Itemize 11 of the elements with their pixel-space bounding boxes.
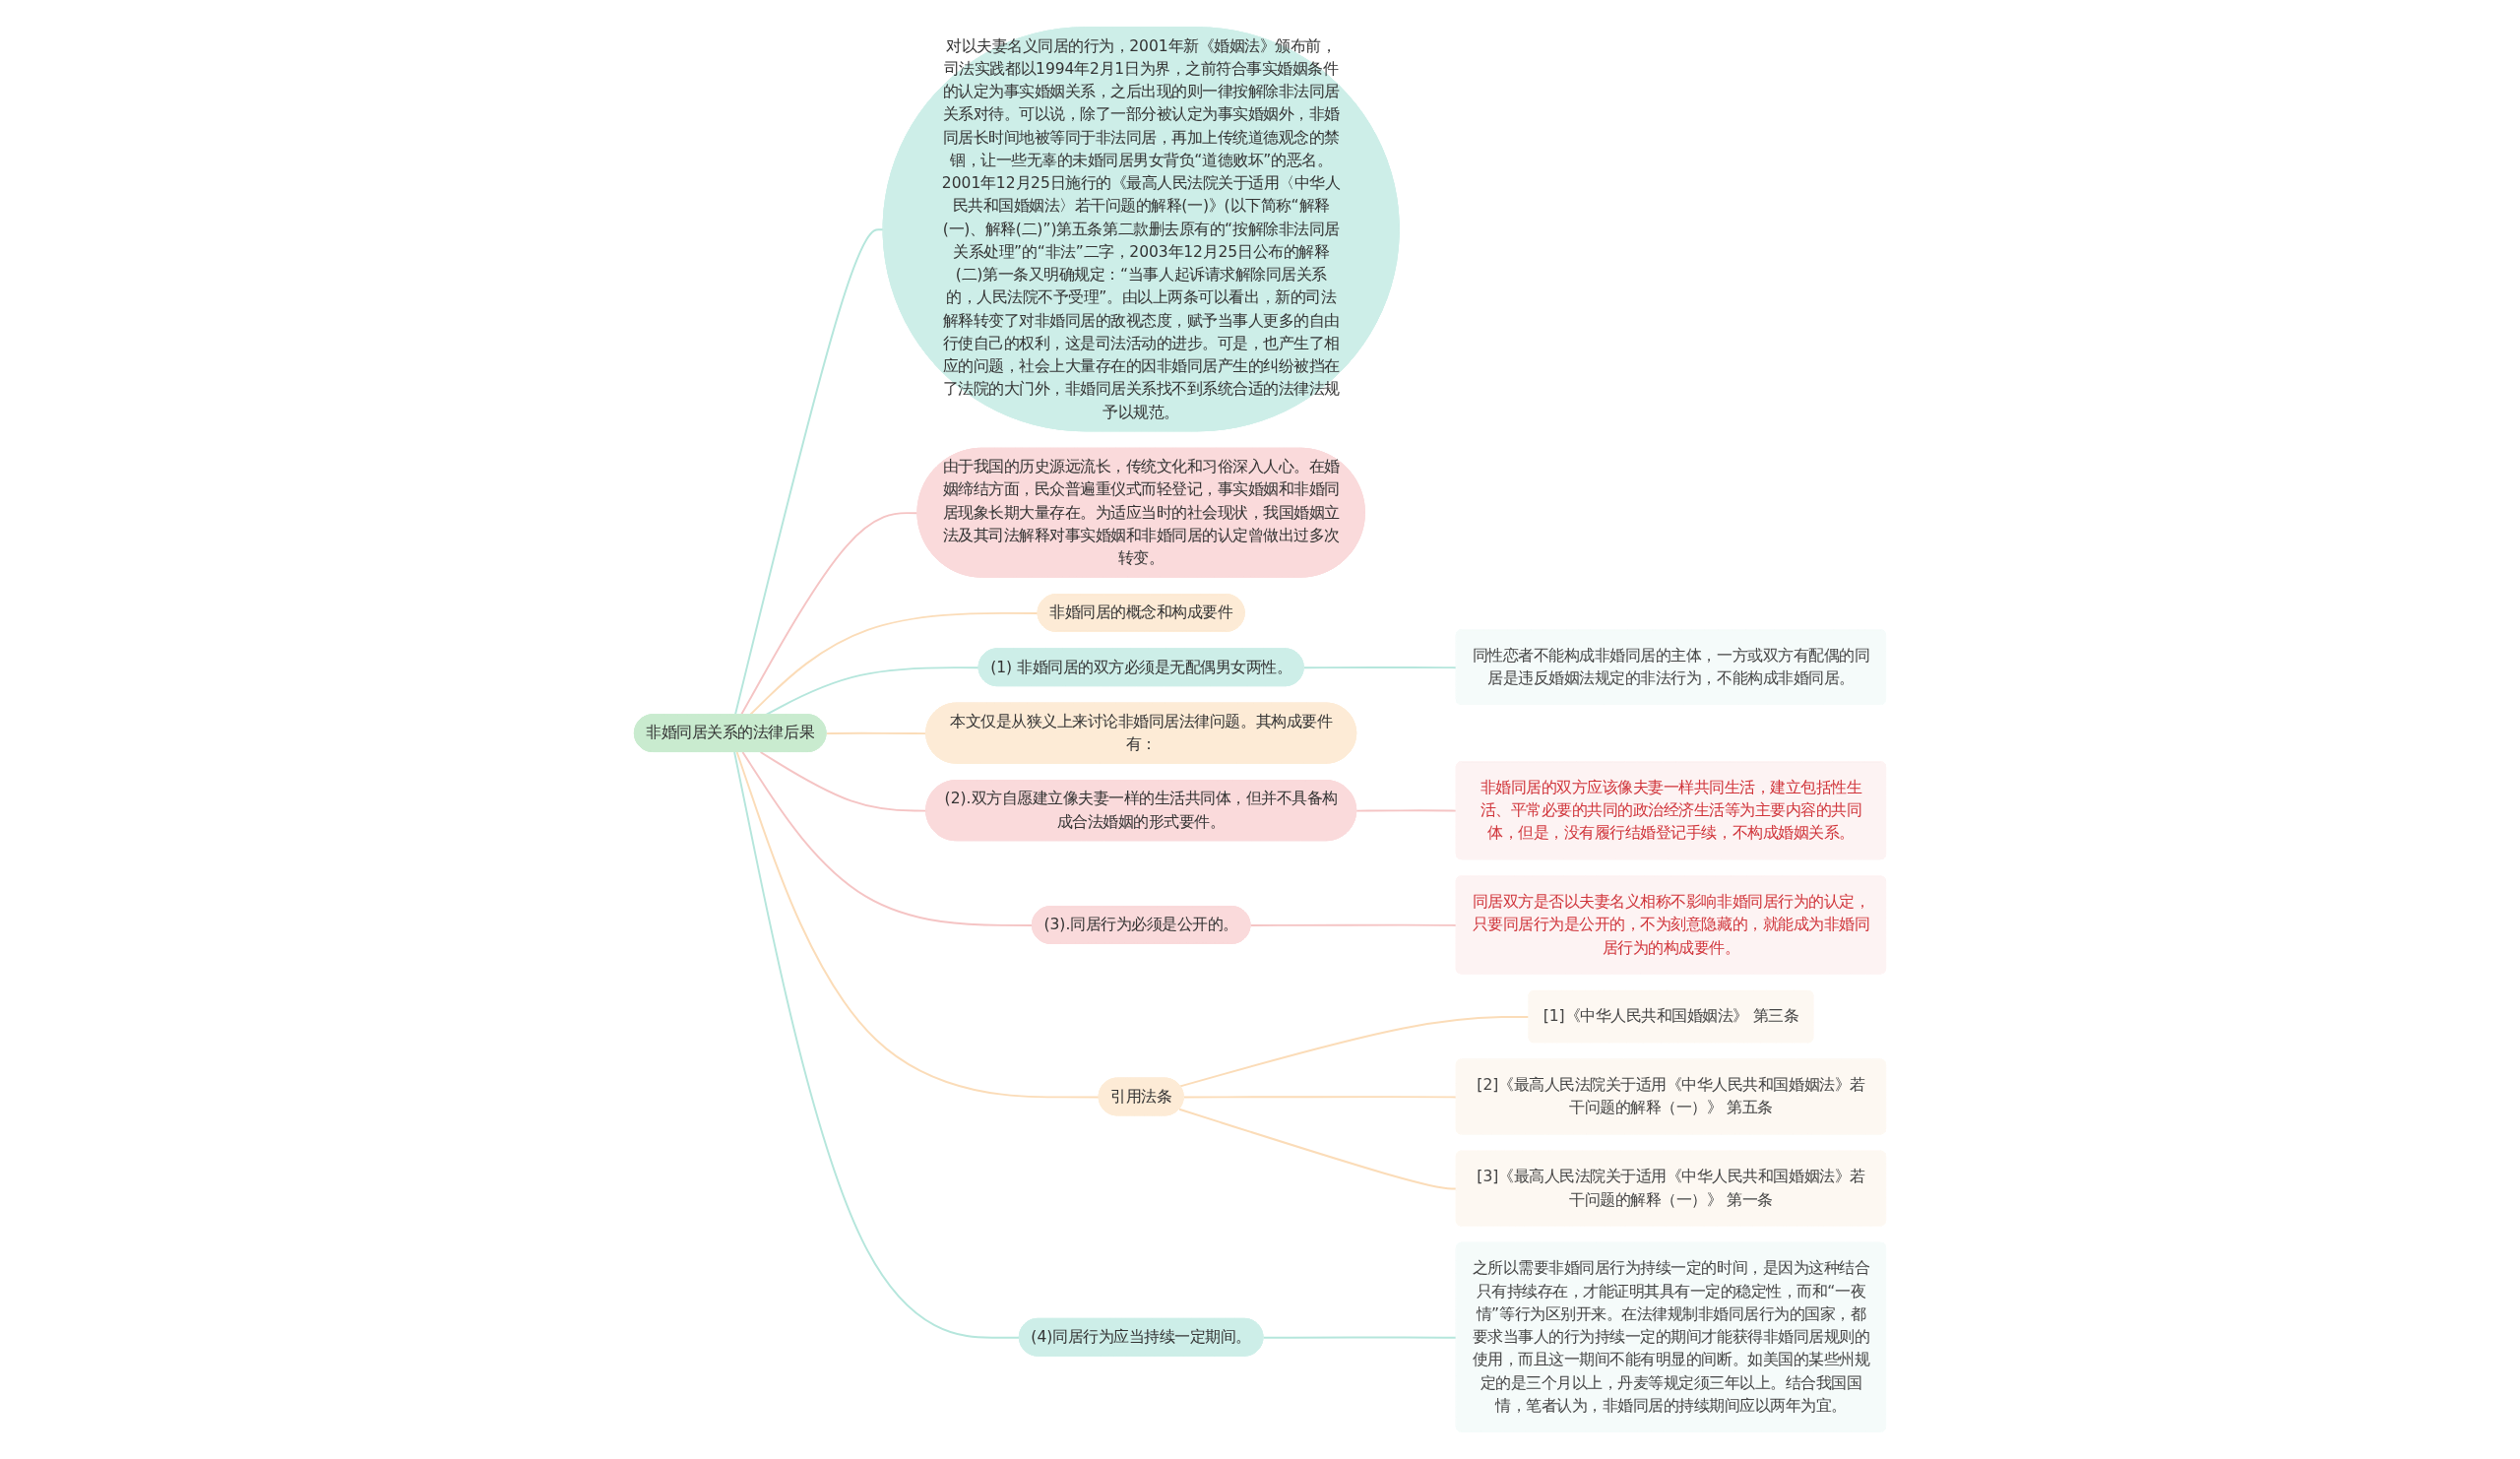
connector xyxy=(1302,666,1458,669)
connector xyxy=(1249,923,1458,926)
connector xyxy=(1262,1336,1458,1339)
connector xyxy=(1179,1015,1531,1088)
mind-map: 非婚同居关系的法律后果 对以夫妻名义同居的行为，2001年新《婚姻法》颁布前，司法实践都以1994年2月1日为界，之前符合事实婚姻条件的认定为事实婚姻关系，之后出现的则一律按解除非法同居关系对待。可以说，除了一部分被认定为事实婚姻外，非婚同居长时间地被等同于非法同居，再加上传统道德观念的禁锢，让一些无辜的未婚同居男女背负“道德败坏”的恶名。2001年12月25日施行的《最高人民法院关于适用〈中华人民共和国婚姻法〉若干问题的解释(一)》(以下简称“解释(一)、解释(二)”)第五条第二款删去原有的“按解除非法同居关系处理”的“非法”二字，2003年12月25日公布的解释(二)第一条又明确规定：“当事人起诉请求解除同居关系的，人民法院不予受理”。由以上两条可以看出，新的司法解释转变了对非婚同居的敌视态度，赋予当事人更多的自由行使自己的权利，这是司法活动的进步。可是，也产生了相应的问题，社会上大量存在的因非婚同居产生的纠纷被挡在了法院的大门外，非婚同居关系找不到系统合适的法律法规予以规范。 由于我国的历史源远流长，传统文化和习俗深入人心。在婚姻缔结方面，民众普遍重仪式而轻登记，事实婚姻和非婚同居现象长期大量存在。为适应当时的社会现状，我国婚姻立法及其司法解释对事实婚姻和非婚同居的认定曾做出过多次转变。 非婚同居的概念和构成要件 (1) 非婚同居的双方必须是无配偶男女两性。 同性恋者不能构成非婚同居的主体，一方或双方有配偶的同居是违反婚姻法规定的非法行为，不能构成非婚同居。 本文仅是从狭义上来讨论非婚同居法律问题。其构成要件有： (2).双方自愿建立像夫妻一样的生活共同体，但并不具备构成合法婚姻的形式要件。 非婚同居的双方应该像夫妻一样共同生活，建立包括性生活、平常必要的共同的政治经济生活等为主要内容的共同体，但是，没有履行结婚登记手续，不构成婚姻关系。 (3).同居行为必须是公开的。 同居双方是否以夫妻名义相称不影响非婚同居行为的认定，只要同居行为是公开的，不为刻意隐藏的，就能成为非婚同居行为的构成要件。 引用法条 [1]《中华人民共和国婚姻法》 第三条 [2]《最高人民法院关于适用《中华人民共和国婚姻法》若干问题的解释（一）》 第五条 [3]《最高人民法院关于适用《中华人民共和国婚姻法》若干问题的解释（一）》 第一条 (4)同居行为应当持续一定期间。 之所以需要非婚同居行为持续一定的时间，是因为这种结合只有持续存在，才能证明其具有一定的稳定性，而和“一夜情”等行为区别开来。在法律规制非婚同居行为的国家，都要求当事人的行为持续一定的期间才能获得非婚同居规则的使用，而且这一期间不能有明显的间断。如美国的某些州规定的是三个月以上，丹麦等规定须三年以上。结合我国国情，笔者认为，非婚同居的持续期间应以两年为宜。 xyxy=(20,20,2500,1439)
connector xyxy=(1355,809,1458,812)
connector xyxy=(741,751,1034,926)
connector xyxy=(1178,1108,1458,1190)
connector xyxy=(1182,1096,1458,1099)
connector xyxy=(735,751,1101,1099)
connector xyxy=(733,751,1021,1339)
